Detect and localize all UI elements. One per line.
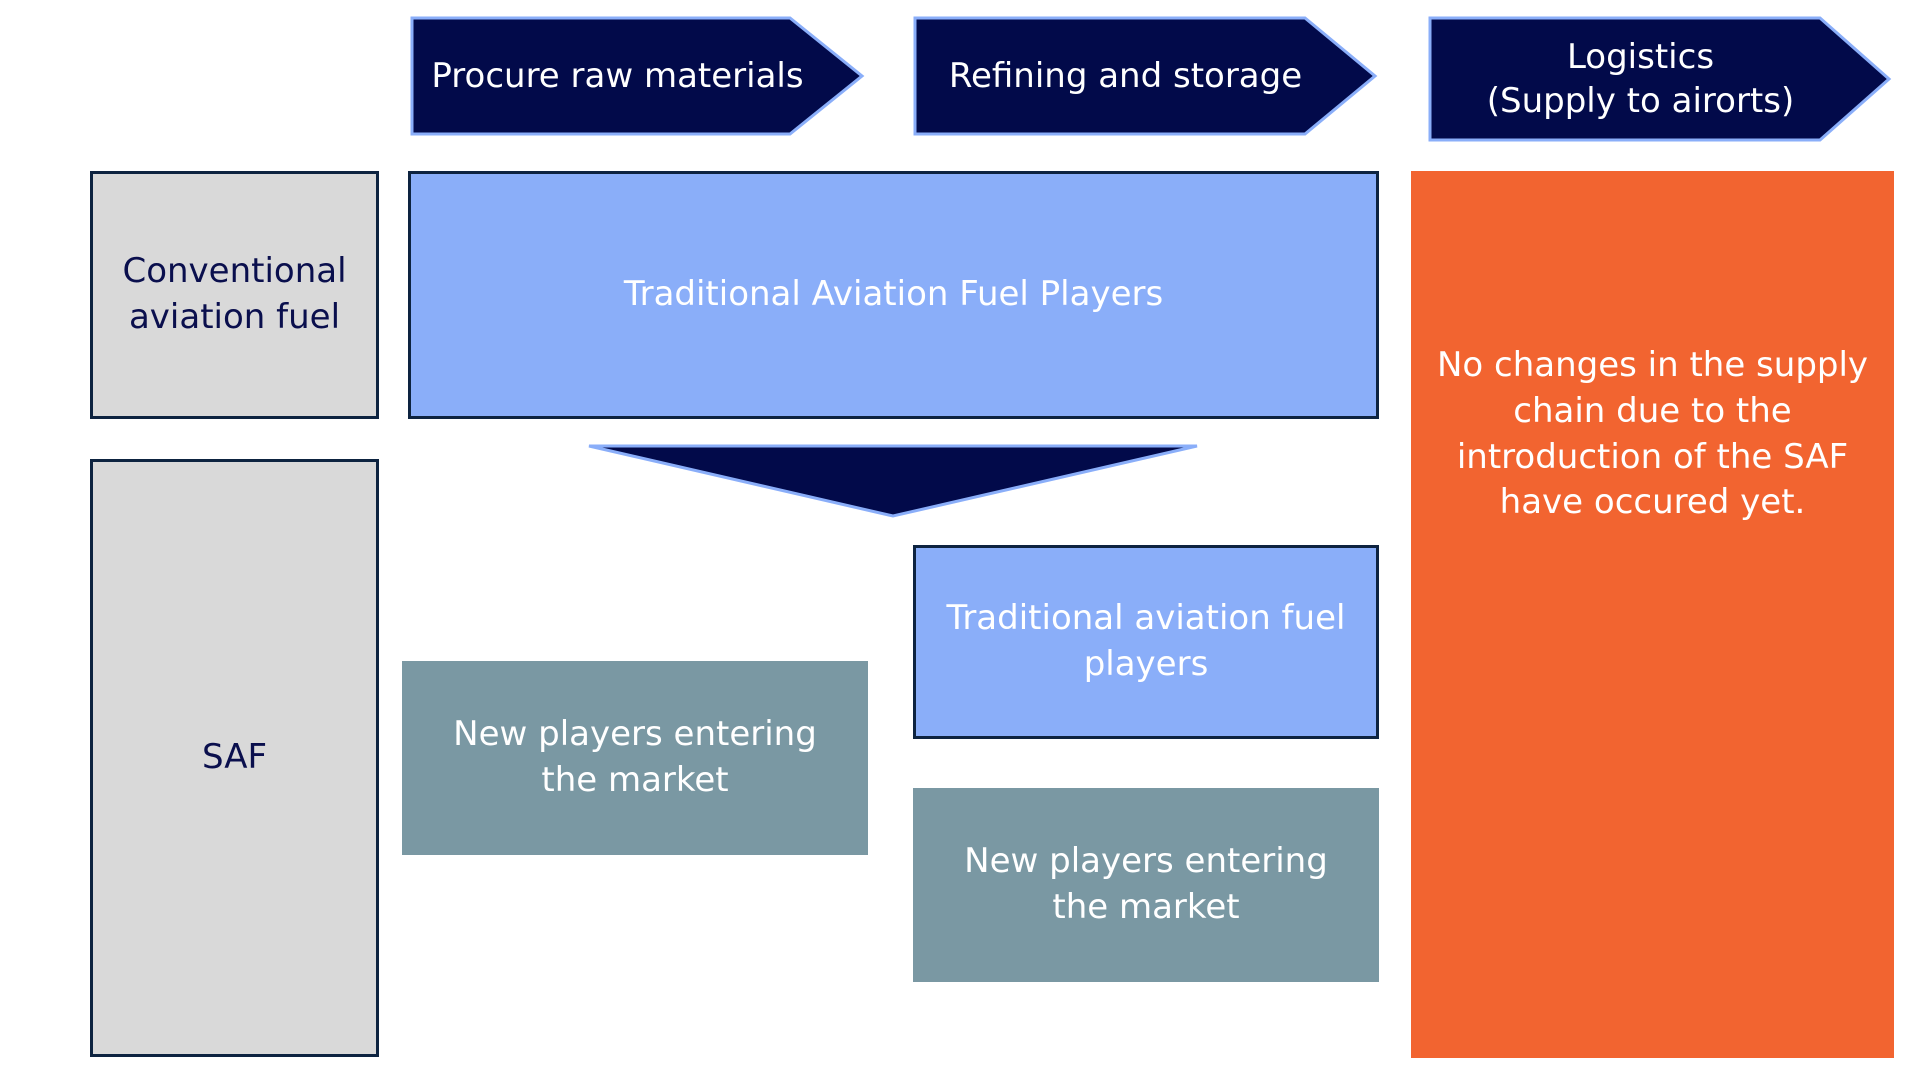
new-players-refining-box: New players entering the market [913, 788, 1379, 982]
stage-chevron-shape [410, 16, 865, 136]
logistics-no-change-note: No changes in the supply chain due to th… [1411, 171, 1894, 1058]
traditional-aviation-fuel-players-box: Traditional Aviation Fuel Players [408, 171, 1379, 419]
stage-chevron-shape [1428, 16, 1892, 142]
row-label-conventional-aviation-fuel: Conventional aviation fuel [90, 171, 379, 419]
stage-refining-and-storage: Refining and storage [913, 16, 1378, 136]
new-players-procure-box: New players entering the market [402, 661, 868, 855]
stage-logistics: Logistics (Supply to airorts) [1428, 16, 1892, 142]
stage-label: Procure raw materials [431, 55, 804, 96]
row-label-saf: SAF [90, 459, 379, 1057]
stage-label: Logistics (Supply to airorts) [1486, 36, 1795, 121]
traditional-players-refining-box: Traditional aviation fuel players [913, 545, 1379, 739]
stage-label: Refining and storage [948, 55, 1303, 96]
stage-chevron-shape [913, 16, 1378, 136]
stage-procure-raw-materials: Procure raw materials [410, 16, 865, 136]
down-triangle-icon [588, 444, 1198, 518]
